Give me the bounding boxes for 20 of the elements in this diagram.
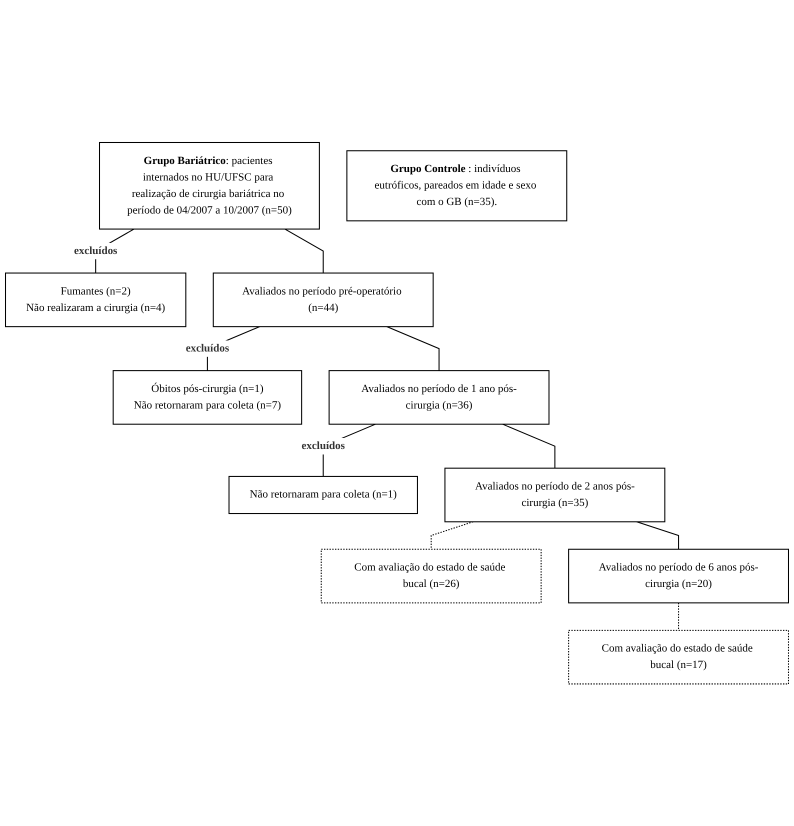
- connector: [386, 326, 440, 370]
- edge-label: excluídos: [186, 342, 230, 354]
- node-box: Fumantes (n=2) Não realizaram a cirurgia (n=4): [5, 272, 186, 327]
- node-box: Não retornaram para coleta (n=1): [228, 476, 418, 514]
- edge-label: excluídos: [74, 244, 118, 256]
- connector: [430, 521, 474, 550]
- connector: [636, 521, 680, 550]
- node-box: Avaliados no período de 6 anos pós-cirurgia (n=20): [568, 548, 789, 604]
- node-box: Avaliados no período pré-operatório (n=44): [212, 272, 434, 327]
- connector: [284, 228, 324, 273]
- node-box: Grupo Controle : indivíduos eutróficos, pareados em idade e sexo com o GB (n=35).: [346, 150, 568, 222]
- edge-label: excluídos: [302, 440, 345, 452]
- node-box: Avaliados no período de 1 ano pós-cirurgia (n=36): [328, 370, 550, 424]
- node-box: Óbitos pós-cirurgia (n=1) Não retornaram para coleta (n=7): [112, 370, 302, 424]
- connector: [502, 424, 556, 468]
- node-box: Grupo Bariátrico: pacientes internados no HU/UFSC para realização de cirurgia bariátrica no período de 04/2007 a 10/2007 (n=50): [99, 142, 320, 230]
- node-box: Com avaliação do estado de saúde bucal (n=17): [568, 630, 789, 684]
- node-box: Avaliados no período de 2 anos pós-cirurgia (n=35): [444, 467, 666, 522]
- connector: [678, 602, 680, 630]
- node-box: Com avaliação do estado de saúde bucal (n=26): [320, 548, 542, 604]
